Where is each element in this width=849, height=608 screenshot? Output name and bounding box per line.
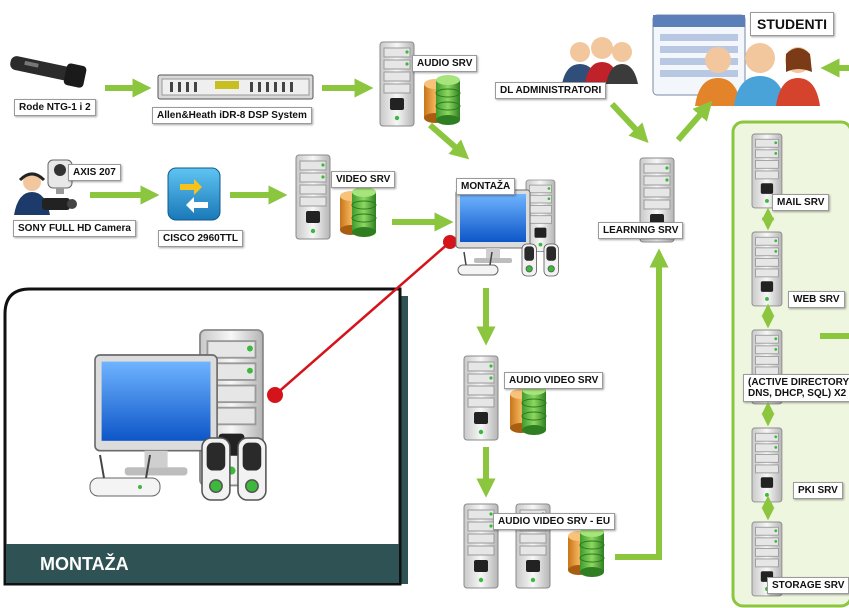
label-web-srv: WEB SRV: [788, 291, 845, 308]
server-icon: [751, 427, 783, 503]
arrow: [428, 122, 470, 160]
label-audio-video-srv-eu: AUDIO VIDEO SRV - EU: [493, 513, 616, 530]
label-dl-administratori: DL ADMINISTRATORI: [495, 82, 607, 99]
speaker-icon: [201, 437, 231, 501]
label-ad-srv: (ACTIVE DIRECTORY DNS, DHCP, SQL) X2: [743, 374, 849, 402]
label-sony: SONY FULL HD Camera: [13, 220, 136, 237]
arrow: [609, 101, 649, 144]
database-icon: [339, 186, 377, 238]
label-audio-srv: AUDIO SRV: [412, 55, 478, 72]
label-allen-heath: Allen&Heath iDR-8 DSP System: [152, 107, 312, 124]
router-icon: [457, 251, 499, 276]
router-icon: [89, 454, 161, 497]
server-icon: [295, 154, 331, 240]
server-icon: [463, 355, 499, 441]
database-icon: [423, 74, 461, 126]
browser-window-icon: [652, 14, 746, 96]
users-icon: [695, 43, 820, 106]
label-montaza: MONTAŽA: [456, 178, 516, 195]
label-audio-video-srv: AUDIO VIDEO SRV: [504, 372, 604, 389]
workstation-icon: [455, 189, 531, 264]
microphone-icon: [10, 56, 87, 88]
label-pki-srv: PKI SRV: [793, 482, 843, 499]
database-icon: [567, 526, 605, 578]
montaza-band: [6, 544, 399, 583]
server-icon: [751, 231, 783, 307]
speaker-icon: [543, 243, 559, 277]
database-icon: [509, 384, 547, 436]
montaza-panel-title: MONTAŽA: [40, 553, 129, 574]
server-icon: [379, 41, 415, 127]
arrow: [615, 248, 669, 560]
speaker-icon: [521, 243, 537, 277]
label-storage-srv: STORAGE SRV: [767, 577, 849, 594]
label-cisco: CISCO 2960TTL: [158, 230, 244, 247]
label-rode: Rode NTG-1 i 2: [14, 99, 96, 116]
flow-arrows: [90, 58, 849, 560]
users-icon: [562, 37, 638, 84]
webcam-icon: [47, 159, 73, 194]
label-learning-srv: LEARNING SRV: [598, 222, 684, 239]
dsp-rack-icon: [157, 74, 314, 100]
arrow: [675, 100, 713, 142]
label-studenti: STUDENTI: [750, 12, 834, 36]
camera-operator-icon: [14, 172, 77, 215]
zoom-connector-dot: [267, 387, 283, 403]
zoom-connector: [274, 241, 451, 396]
zoom-connector-dot: [443, 235, 457, 249]
network-switch-icon: [167, 167, 221, 221]
label-axis: AXIS 207: [68, 164, 121, 181]
speaker-icon: [237, 437, 267, 501]
label-mail-srv: MAIL SRV: [772, 194, 830, 211]
montaza-panel-side: [400, 296, 408, 584]
label-video-srv: VIDEO SRV: [331, 171, 396, 188]
